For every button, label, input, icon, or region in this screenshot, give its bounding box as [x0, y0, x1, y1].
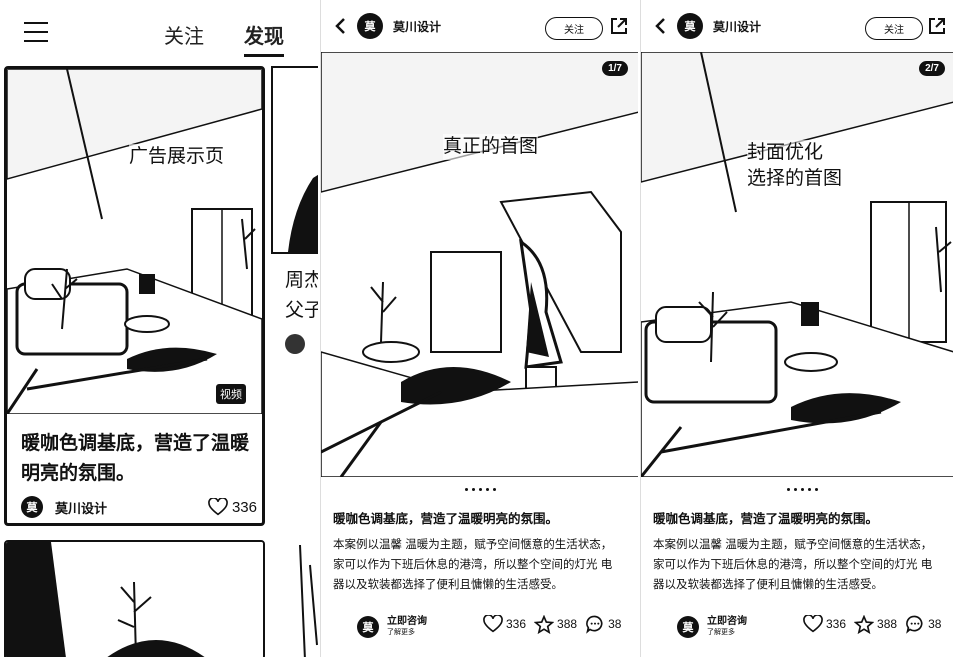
heart-icon: [483, 615, 503, 633]
consult-label: 立即咨询: [707, 616, 747, 627]
ad-page-label: 广告展示页: [129, 144, 225, 170]
comment-count: 38: [608, 617, 622, 631]
menu-icon[interactable]: [24, 22, 48, 42]
side-card-title: 周杰父子: [285, 270, 318, 321]
carousel-dots: [787, 488, 818, 491]
consult-button[interactable]: 莫 立即咨询 了解更多: [357, 616, 427, 638]
optimized-cover-line2: 选择的首图: [747, 168, 843, 189]
consult-button[interactable]: 莫 立即咨询 了解更多: [677, 616, 747, 638]
follow-button[interactable]: 关注: [545, 17, 603, 40]
feed-card-main[interactable]: 广告展示页 视频 暖咖色调基底，营造了温暖明亮的氛围。 莫 莫川设计 336: [4, 66, 265, 526]
detail-title: 暖咖色调基底，营造了温暖明亮的氛围。: [653, 512, 879, 526]
action-bar: 336 388 38: [803, 614, 949, 634]
like-count: 336: [231, 498, 257, 516]
comment-button[interactable]: 38: [905, 614, 941, 634]
detail-photo[interactable]: 1/7 真正的首图: [321, 52, 638, 477]
real-cover-label: 真正的首图: [443, 134, 539, 160]
carousel-dots: [465, 488, 496, 491]
like-count: 336: [506, 617, 527, 631]
detail-panel-2: 莫 莫川设计 关注 2/7 封面优化 选择的首图 暖咖色调基: [640, 0, 953, 657]
heart-icon: [803, 615, 823, 633]
page-indicator: 2/7: [919, 61, 945, 76]
consult-avatar: 莫: [677, 616, 699, 638]
comment-count: 38: [928, 617, 942, 631]
star-icon: [854, 614, 875, 634]
feed-card-bottom[interactable]: [4, 540, 265, 657]
card-footer: 莫 莫川设计 336: [21, 494, 257, 520]
living-room-illustration: [7, 69, 262, 414]
back-icon[interactable]: [329, 15, 351, 37]
optimized-cover-label: 封面优化 选择的首图: [747, 140, 843, 192]
author-name[interactable]: 莫川设计: [713, 19, 762, 34]
page-indicator: 1/7: [602, 61, 628, 76]
star-icon: [534, 614, 555, 634]
tab-follow[interactable]: 关注: [164, 26, 204, 48]
author-avatar[interactable]: 莫: [677, 13, 703, 39]
star-button[interactable]: 388: [854, 614, 898, 634]
feed-panel: 关注 发现 广告展示页 视频: [0, 0, 318, 657]
feed-header: 关注 发现: [0, 0, 318, 62]
detail-title: 暖咖色调基底，营造了温暖明亮的氛围。: [333, 512, 559, 526]
video-badge: 视频: [216, 384, 246, 404]
consult-avatar: 莫: [357, 616, 379, 638]
author-name[interactable]: 莫川设计: [393, 19, 442, 34]
consult-label: 立即咨询: [387, 616, 427, 627]
detail-photo[interactable]: 2/7 封面优化 选择的首图: [641, 52, 953, 477]
author-avatar[interactable]: 莫: [357, 13, 383, 39]
detail-body: 本案例以温馨 温暖为主题，赋予空间惬意的生活状态，家可以作为下班后休息的港湾，所…: [653, 539, 933, 591]
share-icon[interactable]: [927, 16, 947, 36]
side-card-photo: [271, 66, 318, 254]
bottom-partial-illustration: [299, 545, 318, 657]
living-room-illustration: [641, 52, 953, 477]
detail-header: 莫 莫川设计 关注: [641, 0, 953, 52]
card-author[interactable]: 莫川设计: [55, 500, 108, 516]
comment-icon: [586, 615, 603, 634]
star-count: 388: [877, 617, 898, 631]
back-icon[interactable]: [649, 15, 671, 37]
consult-sub: 了解更多: [707, 629, 735, 636]
detail-header: 莫 莫川设计 关注: [321, 0, 638, 52]
card-photo: 广告展示页 视频: [7, 69, 262, 414]
consult-sub: 了解更多: [387, 629, 415, 636]
star-count: 388: [557, 617, 578, 631]
heart-icon: [208, 498, 228, 516]
tab-discover[interactable]: 发现: [244, 20, 284, 57]
feed-card-side[interactable]: 周杰父子: [271, 66, 318, 356]
author-avatar[interactable]: 莫: [21, 496, 43, 518]
optimized-cover-line1: 封面优化: [747, 142, 824, 163]
comment-button[interactable]: 38: [585, 614, 621, 634]
like-count: 336: [826, 617, 847, 631]
feed-card-bottom-partial[interactable]: [295, 545, 318, 657]
star-button[interactable]: 388: [534, 614, 578, 634]
like-button[interactable]: 336: [803, 615, 846, 633]
like-button[interactable]: 336: [208, 498, 257, 516]
comment-icon: [906, 615, 923, 634]
like-button[interactable]: 336: [483, 615, 526, 633]
bottom-card-illustration: [6, 542, 263, 657]
detail-body: 本案例以温馨 温暖为主题，赋予空间惬意的生活状态，家可以作为下班后休息的港湾，所…: [333, 539, 613, 591]
share-icon[interactable]: [609, 16, 629, 36]
side-illustration: [273, 68, 318, 252]
living-room-illustration: [321, 52, 638, 477]
card-title: 暖咖色调基底，营造了温暖明亮的氛围。: [21, 433, 250, 484]
side-author-avatar[interactable]: [285, 334, 305, 354]
follow-button[interactable]: 关注: [865, 17, 923, 40]
detail-panel-1: 莫 莫川设计 关注 1/7 真正的首图 暖咖色调基底，营造了温暖明亮的氛围。 本…: [320, 0, 638, 657]
action-bar: 336 388 38: [483, 614, 629, 634]
